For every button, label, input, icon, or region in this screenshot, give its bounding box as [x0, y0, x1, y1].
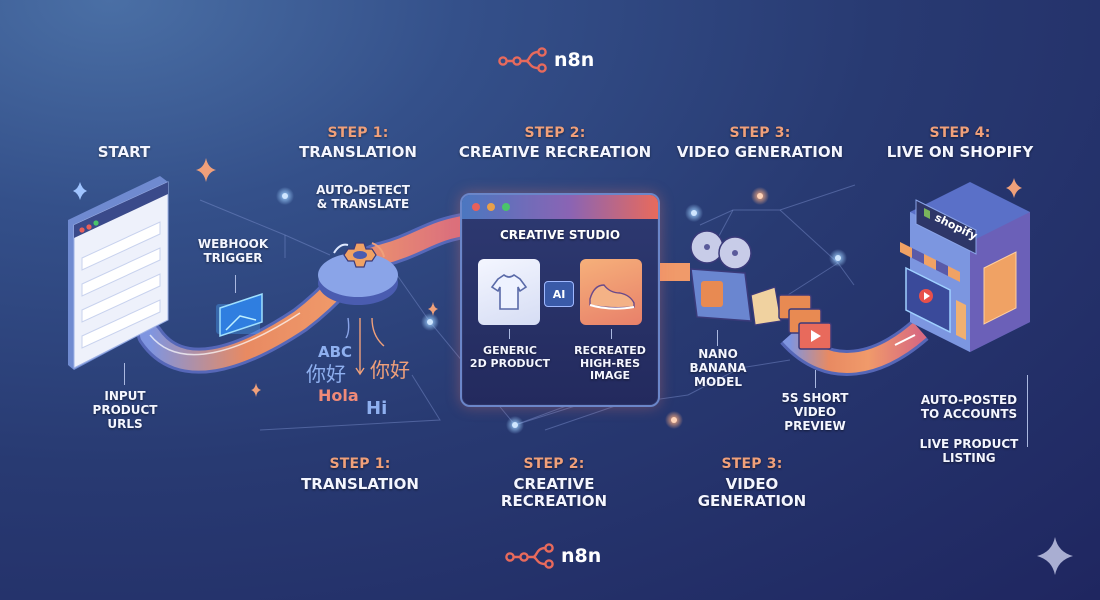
stage-2-step: STEP 2:	[524, 125, 586, 141]
preview-leader-line	[815, 370, 816, 388]
live-product-listing-label: LIVE PRODUCT LISTING	[919, 437, 1019, 465]
ai-chip-label: AI	[552, 287, 566, 301]
auto-detect-caption: AUTO-DETECT & TRANSLATE	[316, 183, 410, 211]
sample-hi: Hi	[366, 398, 388, 419]
translation-arrows-icon	[345, 317, 385, 376]
sample-abc: ABC	[318, 343, 353, 361]
bottom-step-3: STEP 3:	[721, 456, 783, 472]
bottom-step-1: STEP 1:	[329, 456, 391, 472]
window-dot-red	[472, 203, 480, 211]
window-dot-yellow	[487, 203, 495, 211]
video-preview-label: 5S SHORT VIDEO PREVIEW	[781, 391, 849, 433]
stage-3-step: STEP 3:	[729, 125, 791, 141]
stage-start-title: START	[97, 143, 151, 161]
input-browser-window-icon	[68, 176, 169, 370]
video-camera-icon	[690, 230, 832, 350]
recreated-image-card	[580, 259, 642, 325]
sample-hola: Hola	[318, 386, 359, 405]
n8n-nodes-icon	[498, 47, 547, 73]
ai-chip: AI	[544, 281, 574, 307]
sample-chinese-blue: 你好	[306, 362, 346, 386]
stage-1-title: TRANSLATION	[299, 143, 417, 161]
stage-3-title: VIDEO GENERATION	[676, 143, 844, 161]
sample-chinese-orange: 你好	[370, 358, 410, 382]
bottom-step-3-title: VIDEO GENERATION	[697, 475, 807, 511]
n8n-wordmark: n8n	[561, 545, 602, 567]
sneaker-icon	[589, 284, 635, 310]
window-dot-green	[502, 203, 510, 211]
shopify-leader-line	[1027, 375, 1028, 447]
stage-2-title: CREATIVE RECREATION	[458, 143, 652, 161]
n8n-wordmark: n8n	[554, 49, 595, 71]
studio-title: CREATIVE STUDIO	[499, 228, 621, 242]
sparkle-icon	[1037, 537, 1073, 575]
creative-studio-window: CREATIVE STUDIO AI GENERIC 2D PRODUCT RE…	[460, 193, 660, 407]
generic-2d-product-label: GENERIC 2D PRODUCT	[469, 344, 551, 370]
n8n-logo-top: n8n	[498, 47, 594, 73]
webhook-envelope-icon	[216, 292, 263, 338]
bottom-step-2: STEP 2:	[523, 456, 585, 472]
nano-banana-model-label: NANO BANANA MODEL	[689, 347, 747, 389]
studio-titlebar	[462, 195, 658, 219]
translation-gear-icon	[318, 242, 398, 305]
shopify-storefront-icon: shopify	[900, 182, 1030, 352]
n8n-nodes-icon	[505, 543, 554, 569]
input-product-urls-label: INPUT PRODUCT URLS	[92, 389, 158, 431]
stage-4-step: STEP 4:	[929, 125, 991, 141]
bottom-step-2-title: CREATIVE RECREATION	[500, 475, 608, 511]
recreated-high-res-label: RECREATED HIGH-RES IMAGE	[574, 344, 646, 383]
bottom-step-1-title: TRANSLATION	[301, 475, 419, 493]
generic-product-card	[478, 259, 540, 325]
n8n-logo-bottom: n8n	[505, 543, 601, 569]
generic-leader-line	[509, 329, 510, 339]
nano-banana-leader-line	[717, 330, 718, 346]
stage-4-title: LIVE ON SHOPIFY	[886, 143, 1034, 161]
webhook-leader-line	[235, 275, 236, 293]
auto-posted-label: AUTO-POSTED TO ACCOUNTS	[920, 393, 1018, 421]
webhook-trigger-label: WEBHOOK TRIGGER	[197, 237, 269, 265]
input-leader-line	[124, 363, 125, 385]
recreated-leader-line	[611, 329, 612, 339]
stage-1-step: STEP 1:	[327, 125, 389, 141]
tshirt-icon	[490, 274, 528, 310]
